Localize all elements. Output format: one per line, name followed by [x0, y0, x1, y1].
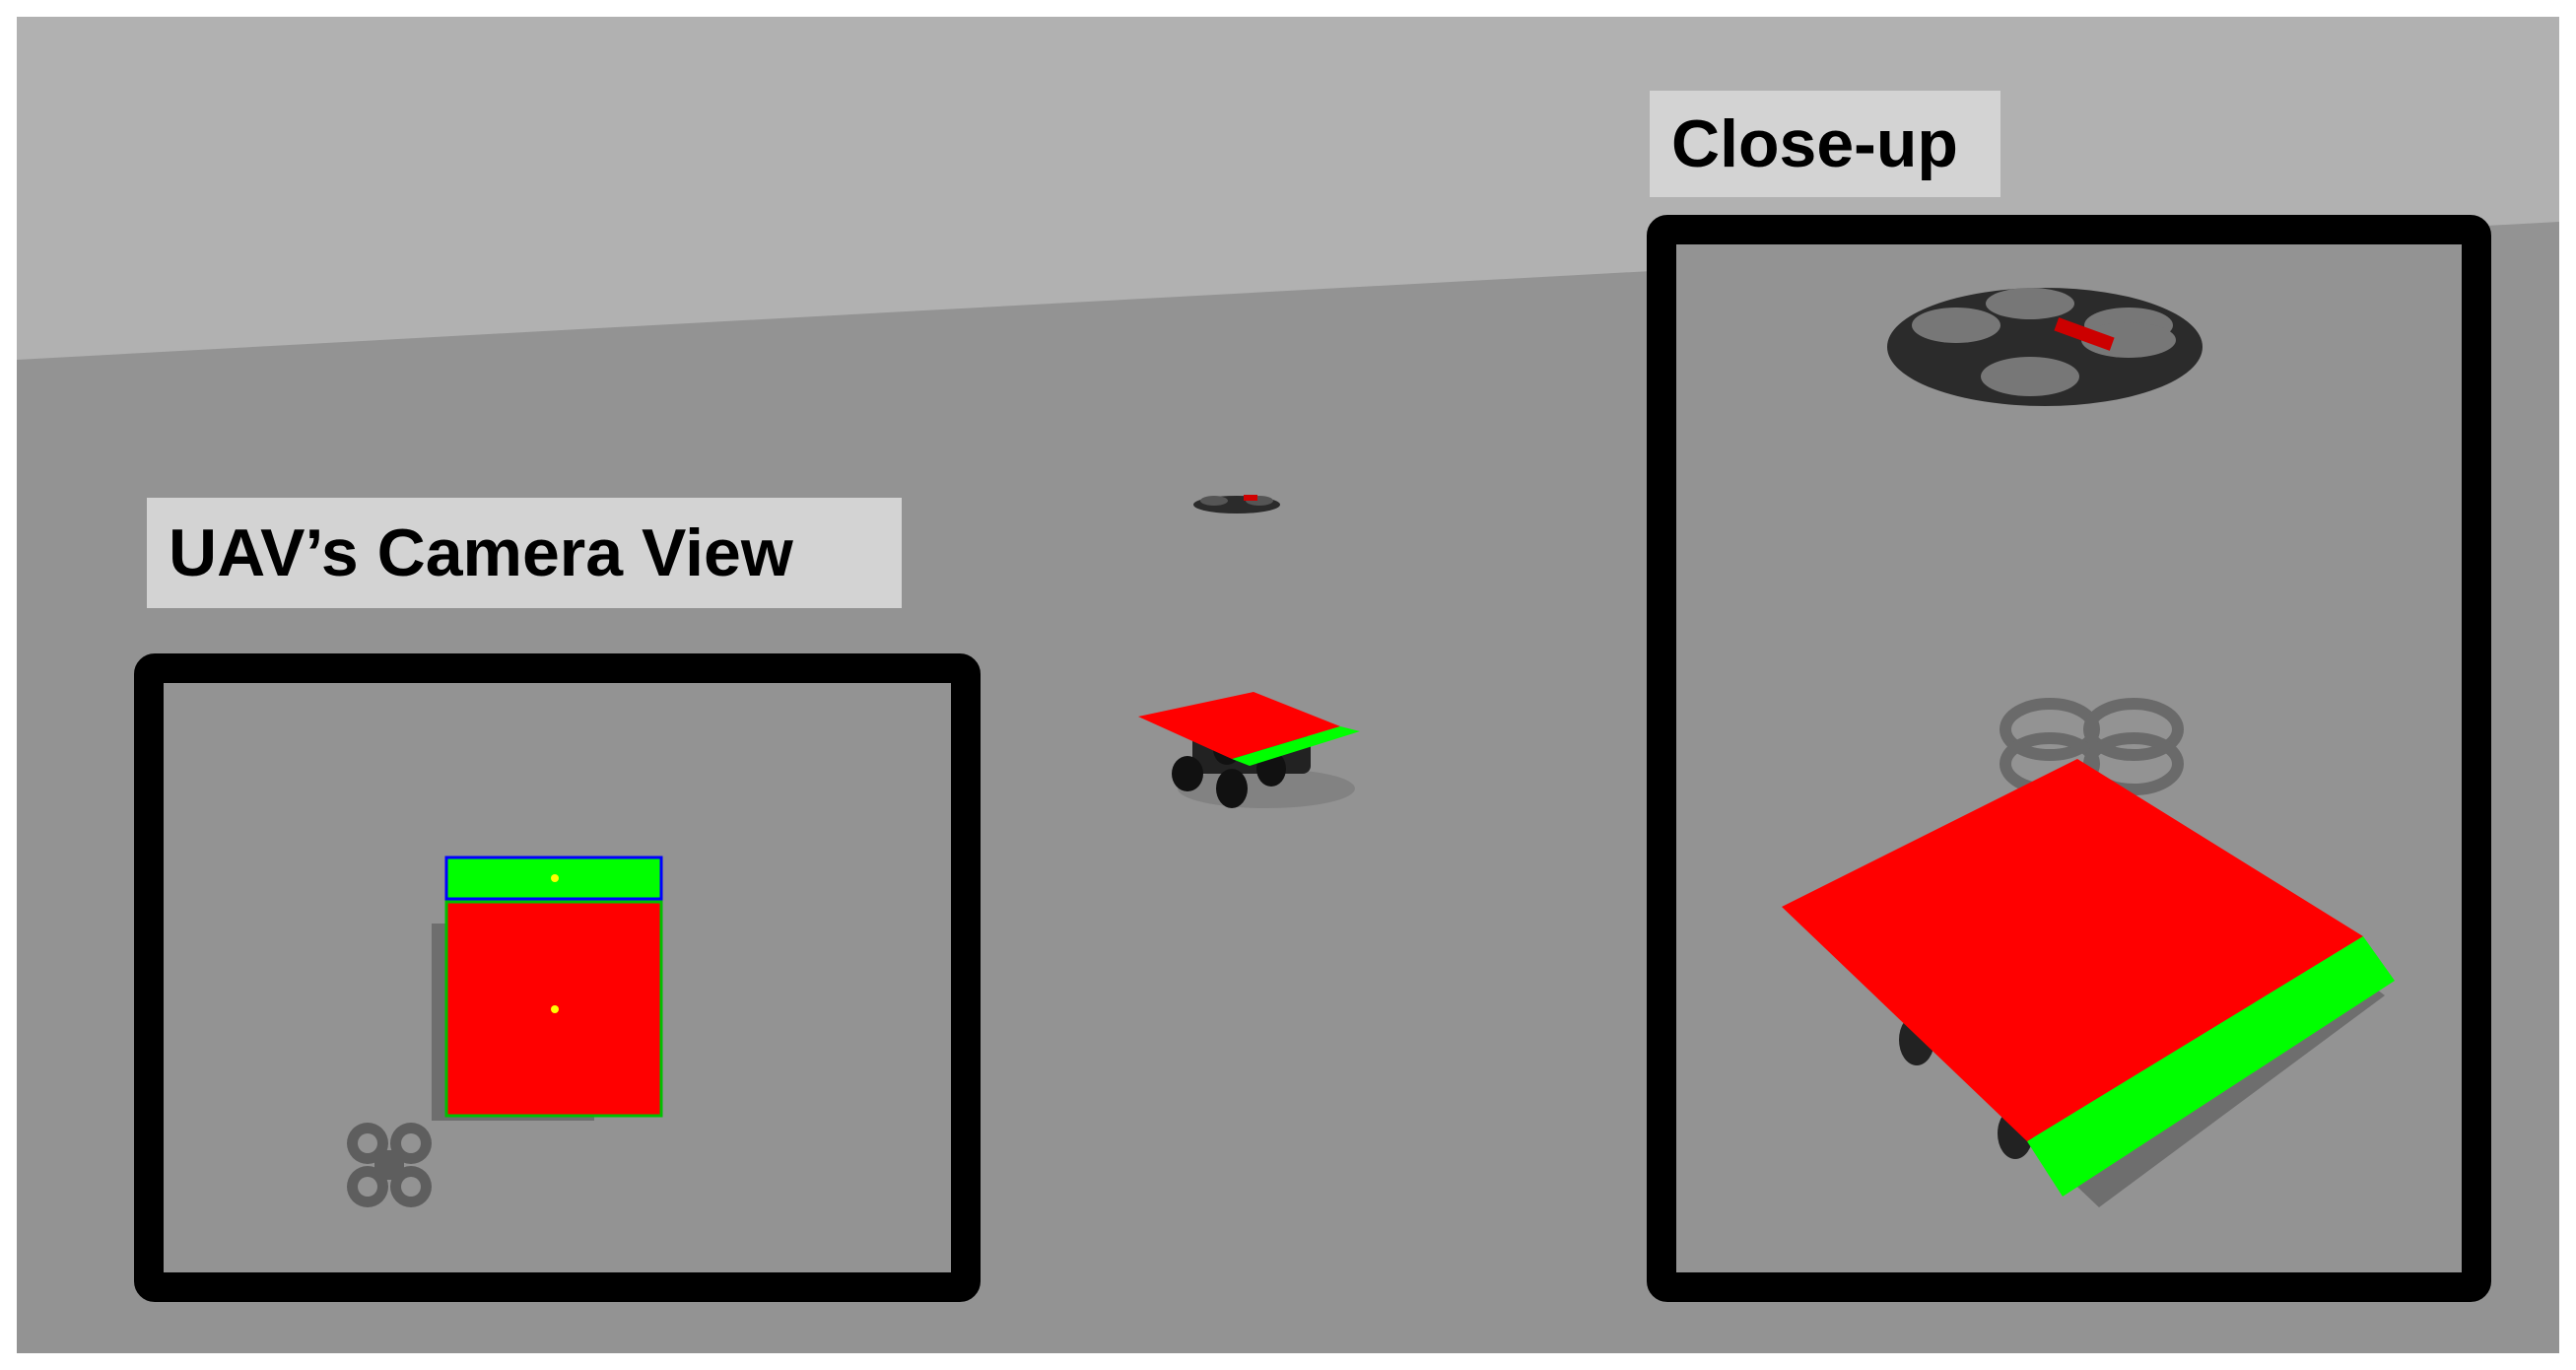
- platform-red-small: [1138, 692, 1340, 759]
- distant-drone: [1193, 495, 1280, 514]
- close-up-label: Close-up: [1650, 91, 2000, 197]
- centroid-red: [551, 1005, 559, 1013]
- platform-red-closeup: [1782, 759, 2363, 1141]
- platform-green-small: [1232, 726, 1360, 766]
- camera-view-label: UAV’s Camera View: [147, 498, 902, 608]
- ground-robot-with-platform: [1138, 692, 1360, 808]
- platform-green-closeup: [2027, 936, 2395, 1197]
- camera-view-panel: [134, 653, 981, 1302]
- quadcopter-drone-icon: [1887, 288, 2203, 406]
- close-up-panel: [1647, 215, 2491, 1302]
- drone-shadow-icon: [347, 1123, 432, 1207]
- centroid-green: [551, 874, 559, 882]
